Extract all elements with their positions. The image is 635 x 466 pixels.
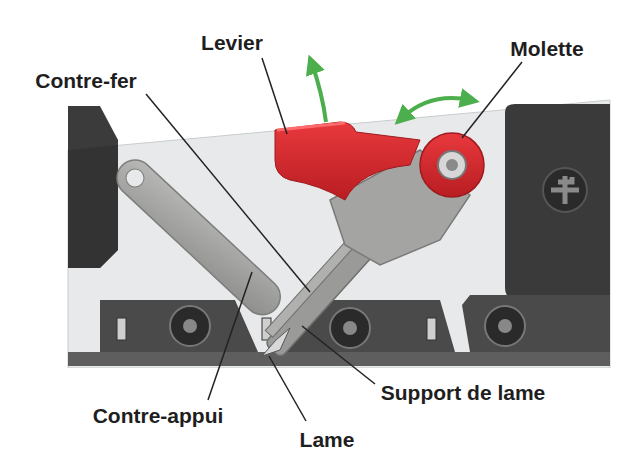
part-label: Lame xyxy=(300,429,355,450)
lever-highlight xyxy=(277,123,345,130)
leader-line xyxy=(208,272,252,400)
rail-screws xyxy=(170,306,525,348)
part-label: Contre-appui xyxy=(93,405,224,426)
blade xyxy=(262,328,290,356)
screw xyxy=(543,168,587,212)
leader-line xyxy=(146,94,310,292)
housing-panel xyxy=(68,100,610,368)
rail-segment xyxy=(100,300,258,352)
motion-arrow xyxy=(312,64,326,122)
part-label: Support de lame xyxy=(381,382,546,403)
left-body xyxy=(68,106,118,268)
rail-slot xyxy=(427,318,436,340)
leader-line xyxy=(462,62,522,138)
rotation-arrow xyxy=(402,98,470,118)
knob xyxy=(420,133,484,197)
left-body-shade xyxy=(68,145,118,268)
knob-axle xyxy=(438,151,466,179)
counter-support-arm xyxy=(110,153,288,323)
leader-line xyxy=(269,356,306,421)
rail-slot xyxy=(117,318,126,340)
right-body xyxy=(505,104,610,300)
leader-line xyxy=(262,58,287,134)
leader-line xyxy=(302,326,375,384)
knob-axle-center xyxy=(446,159,458,171)
rail-segment xyxy=(462,295,610,352)
leader-lines xyxy=(146,58,522,421)
lever xyxy=(275,122,420,200)
rail-base xyxy=(68,352,610,366)
background xyxy=(0,368,635,466)
part-label: Levier xyxy=(201,32,263,53)
screw-cross xyxy=(551,176,579,204)
part-label: Molette xyxy=(510,38,584,59)
part-label: Contre-fer xyxy=(35,70,137,91)
